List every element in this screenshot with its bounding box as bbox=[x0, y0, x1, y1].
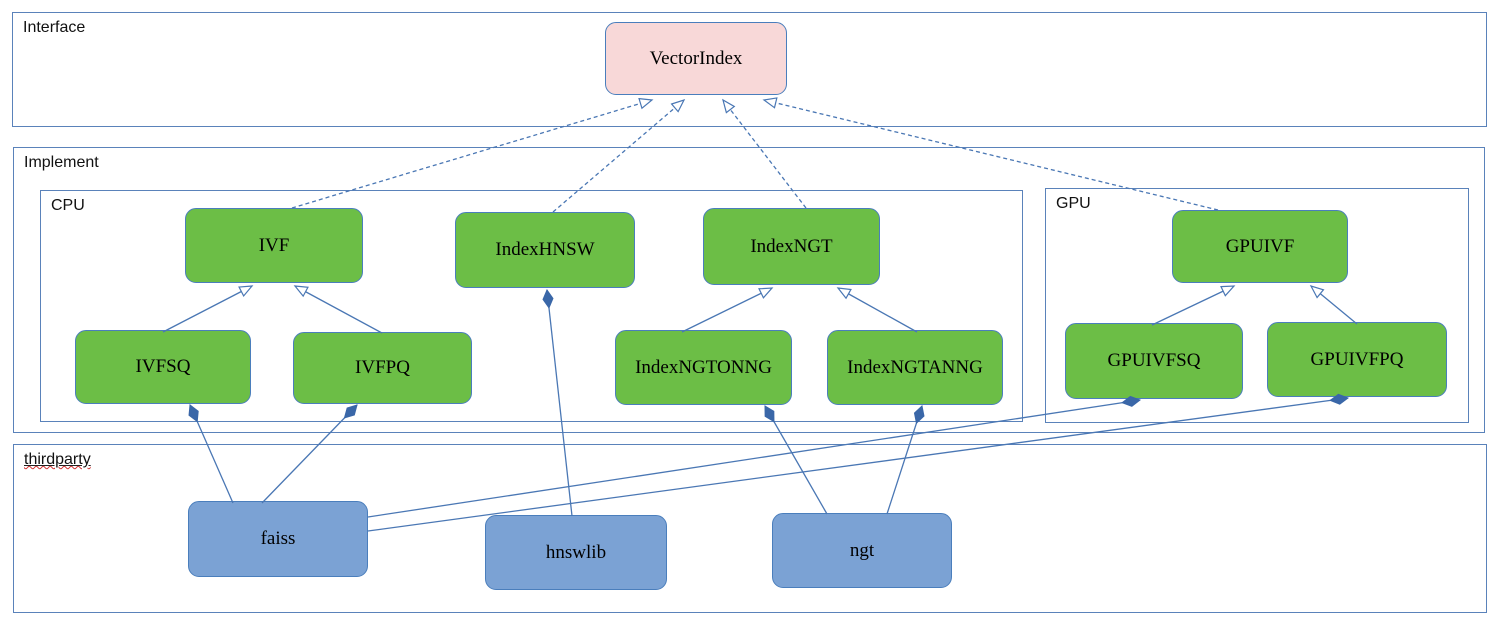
node-hnswlib: hnswlib bbox=[485, 515, 667, 590]
node-indexngtonng: IndexNGTONNG bbox=[615, 330, 792, 405]
node-gpuivfsq: GPUIVFSQ bbox=[1065, 323, 1243, 399]
node-label-indexngt: IndexNGT bbox=[750, 235, 833, 257]
node-label-gpuivfpq: GPUIVFPQ bbox=[1310, 348, 1404, 370]
node-ivfsq: IVFSQ bbox=[75, 330, 251, 404]
container-label-cpu: CPU bbox=[51, 197, 85, 214]
container-label-gpu: GPU bbox=[1056, 195, 1091, 212]
node-label-ivfpq: IVFPQ bbox=[355, 357, 410, 378]
node-gpuivf: GPUIVF bbox=[1172, 210, 1348, 283]
node-label-gpuivfsq: GPUIVFSQ bbox=[1107, 350, 1201, 371]
node-label-ivfsq: IVFSQ bbox=[135, 356, 191, 377]
node-indexngtanng: IndexNGTANNG bbox=[827, 330, 1003, 405]
node-label-ngt: ngt bbox=[849, 539, 875, 561]
node-label-faiss: faiss bbox=[260, 528, 296, 549]
container-label-thirdparty-text: thirdparty bbox=[24, 451, 91, 468]
container-label-interface: Interface bbox=[23, 19, 86, 36]
node-label-vectorindex: VectorIndex bbox=[649, 47, 743, 69]
node-indexngt: IndexNGT bbox=[703, 208, 880, 285]
node-vectorindex: VectorIndex bbox=[605, 22, 787, 95]
node-ivfpq: IVFPQ bbox=[293, 332, 472, 404]
node-label-indexngtanng: IndexNGTANNG bbox=[847, 356, 983, 378]
node-indexhnsw: IndexHNSW bbox=[455, 212, 635, 288]
node-gpuivfpq: GPUIVFPQ bbox=[1267, 322, 1447, 397]
node-label-gpuivf: GPUIVF bbox=[1225, 235, 1295, 257]
node-label-indexngtonng: IndexNGTONNG bbox=[635, 356, 772, 378]
node-ivf: IVF bbox=[185, 208, 363, 283]
node-label-indexhnsw: IndexHNSW bbox=[495, 239, 595, 260]
node-label-hnswlib: hnswlib bbox=[545, 541, 607, 563]
container-label-thirdparty: thirdparty bbox=[24, 451, 91, 469]
node-label-ivf: IVF bbox=[258, 234, 290, 256]
node-faiss: faiss bbox=[188, 501, 368, 577]
node-ngt: ngt bbox=[772, 513, 952, 588]
container-label-implement: Implement bbox=[24, 154, 99, 171]
